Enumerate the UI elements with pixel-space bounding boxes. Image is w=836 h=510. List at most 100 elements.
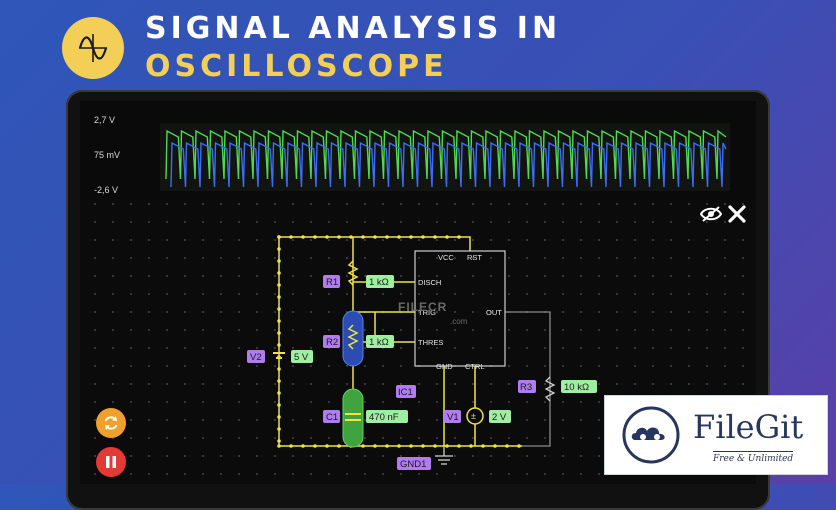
- watermark-sub: .com: [450, 317, 468, 326]
- wire-node: [445, 444, 449, 448]
- label-v1: V1: [447, 412, 459, 423]
- app-logo: [62, 17, 124, 79]
- scope-label-mid: 75 mV: [94, 150, 121, 160]
- brand-tagline: Free & Unlimited: [713, 451, 794, 464]
- wire-node: [361, 444, 365, 448]
- wire-node: [313, 444, 317, 448]
- wire-node: [457, 444, 461, 448]
- pin-ctrl: CTRL: [465, 362, 485, 371]
- wire-node: [409, 235, 413, 239]
- resistor-r1[interactable]: [347, 260, 359, 286]
- pin-vcc: VCC: [438, 253, 454, 262]
- wire-node: [277, 427, 281, 431]
- oscilloscope-graph[interactable]: [80, 101, 756, 199]
- wire-node: [361, 235, 365, 239]
- wire-node: [277, 403, 281, 407]
- wire-node: [277, 439, 281, 443]
- scope-label-min: -2,6 V: [94, 185, 119, 195]
- circuit-canvas[interactable]: VCC RST DISCH TRIG OUT THRES GND CTRL ±: [80, 101, 756, 484]
- pause-button[interactable]: [96, 447, 126, 477]
- value-c1: 470 nF: [369, 412, 399, 423]
- resistor-r3[interactable]: [544, 376, 556, 402]
- oscilloscope-panel: 2,7 V 75 mV -2,6 V: [80, 101, 756, 199]
- wire-node: [277, 367, 281, 371]
- value-r3: 10 kΩ: [564, 382, 589, 393]
- cloud-logo-icon: [622, 406, 680, 464]
- pin-thres: THRES: [418, 338, 443, 347]
- reset-button[interactable]: [96, 408, 126, 438]
- wire-node: [289, 444, 293, 448]
- wire-node: [469, 444, 473, 448]
- wire-node: [337, 444, 341, 448]
- wire-node: [457, 235, 461, 239]
- wire-node: [277, 343, 281, 347]
- wire-node: [493, 444, 497, 448]
- pause-icon: [106, 456, 116, 468]
- close-icon[interactable]: [728, 205, 746, 223]
- wire-node: [373, 235, 377, 239]
- wire-node: [421, 444, 425, 448]
- wire-node: [481, 444, 485, 448]
- watermark: FILECR: [398, 300, 448, 314]
- wire-node: [409, 444, 413, 448]
- wire-node: [349, 235, 353, 239]
- wire-node: [337, 235, 341, 239]
- headline-line-2: OSCILLOSCOPE: [145, 49, 448, 84]
- wire-node: [433, 444, 437, 448]
- wire-node: [277, 307, 281, 311]
- pin-rst: RST: [467, 253, 482, 262]
- scope-label-max: 2,7 V: [94, 115, 116, 125]
- wire-node: [517, 444, 521, 448]
- pin-gnd: GND: [436, 362, 453, 371]
- filegit-badge: FileGit Free & Unlimited: [604, 395, 828, 475]
- headline-line-1: SIGNAL ANALYSIS IN: [145, 11, 562, 46]
- wire-node: [277, 235, 281, 239]
- voltage-source-v1[interactable]: [466, 407, 484, 425]
- wire-node: [385, 235, 389, 239]
- wire-node: [277, 415, 281, 419]
- label-gnd1: GND1: [400, 459, 426, 470]
- wire-node: [325, 235, 329, 239]
- value-r2: 1 kΩ: [369, 337, 389, 348]
- app-screen: 2,7 V 75 mV -2,6 V: [80, 101, 756, 484]
- wire-node: [385, 444, 389, 448]
- wire-node: [301, 444, 305, 448]
- label-c1: C1: [326, 412, 338, 423]
- wire-node: [397, 444, 401, 448]
- wire-node: [277, 319, 281, 323]
- brand-name: FileGit: [693, 408, 804, 446]
- scope-trace-green: [165, 129, 727, 180]
- wire-node: [277, 444, 281, 448]
- value-r1: 1 kΩ: [369, 277, 389, 288]
- wire-node: [277, 391, 281, 395]
- label-v2: V2: [250, 352, 262, 363]
- wire-node: [421, 235, 425, 239]
- eye-slash-icon[interactable]: [700, 206, 722, 222]
- wire-node: [277, 295, 281, 299]
- wire-node: [397, 235, 401, 239]
- wire-node: [277, 247, 281, 251]
- label-r1: R1: [326, 277, 338, 288]
- value-v1: 2 V: [492, 412, 507, 423]
- wire-node: [433, 235, 437, 239]
- headline: SIGNAL ANALYSIS IN OSCILLOSCOPE: [145, 10, 561, 86]
- label-r3: R3: [520, 382, 532, 393]
- wire-node: [325, 444, 329, 448]
- capacitor-c1[interactable]: [342, 388, 364, 448]
- refresh-icon: [104, 416, 118, 430]
- pin-disch: DISCH: [418, 278, 441, 287]
- wire-node: [277, 271, 281, 275]
- scope-trace-blue: [170, 141, 727, 188]
- label-r2: R2: [326, 337, 338, 348]
- wire-node: [277, 331, 281, 335]
- pin-out: OUT: [486, 308, 502, 317]
- wire-node: [277, 379, 281, 383]
- wire-node: [313, 235, 317, 239]
- wire-node: [301, 235, 305, 239]
- svg-text:±: ±: [471, 411, 476, 421]
- sine-wave-icon: [78, 34, 108, 62]
- wire-node: [373, 444, 377, 448]
- label-ic1: IC1: [398, 387, 413, 398]
- wire-node: [445, 235, 449, 239]
- pin-trig: TRIG: [418, 308, 436, 317]
